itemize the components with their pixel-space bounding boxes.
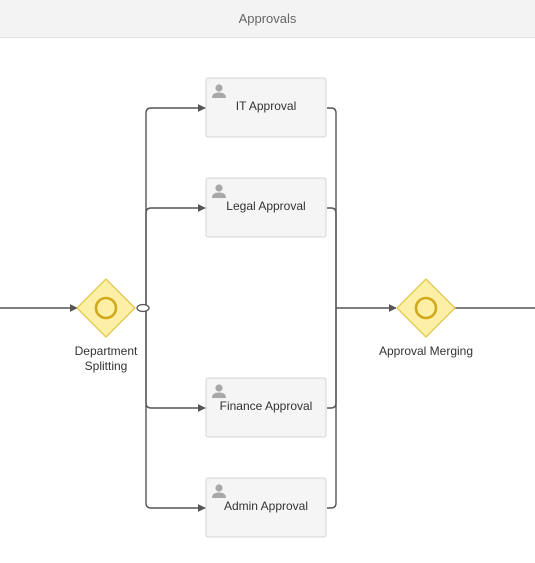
lane-header: Approvals <box>0 0 535 38</box>
flow-from-finance-approval[interactable] <box>327 308 337 409</box>
task-label: Admin Approval <box>224 499 308 513</box>
flow-from-legal-approval[interactable] <box>327 207 337 308</box>
task-admin-approval[interactable]: Admin Approval <box>205 477 327 538</box>
user-icon <box>212 384 226 398</box>
task-it-approval[interactable]: IT Approval <box>205 77 327 138</box>
flow-to-legal-approval[interactable] <box>145 204 206 308</box>
task-label: Legal Approval <box>226 199 305 213</box>
flow-to-it-approval[interactable] <box>145 104 206 308</box>
merge-gateway-label: Approval Merging <box>379 344 473 358</box>
split-gateway-label-line1: Department <box>75 344 138 358</box>
user-icon <box>212 84 226 98</box>
lane-title: Approvals <box>238 11 297 26</box>
connection-handle[interactable] <box>136 303 150 313</box>
split-gateway-label-line2: Splitting <box>85 359 128 373</box>
task-label: IT Approval <box>236 99 296 113</box>
flow-from-admin-approval[interactable] <box>327 308 337 509</box>
approval-merging-gateway[interactable] <box>396 278 456 338</box>
flow-from-it-approval[interactable] <box>327 107 397 312</box>
user-icon <box>212 484 226 498</box>
gateway-circle-icon <box>414 296 438 320</box>
flow-to-admin-approval[interactable] <box>145 308 206 512</box>
gateway-circle-icon <box>94 296 118 320</box>
task-label: Finance Approval <box>220 399 313 413</box>
department-splitting-gateway[interactable] <box>76 278 136 338</box>
flow-to-finance-approval[interactable] <box>145 308 206 412</box>
user-icon <box>212 184 226 198</box>
task-finance-approval[interactable]: Finance Approval <box>205 377 327 438</box>
task-legal-approval[interactable]: Legal Approval <box>205 177 327 238</box>
